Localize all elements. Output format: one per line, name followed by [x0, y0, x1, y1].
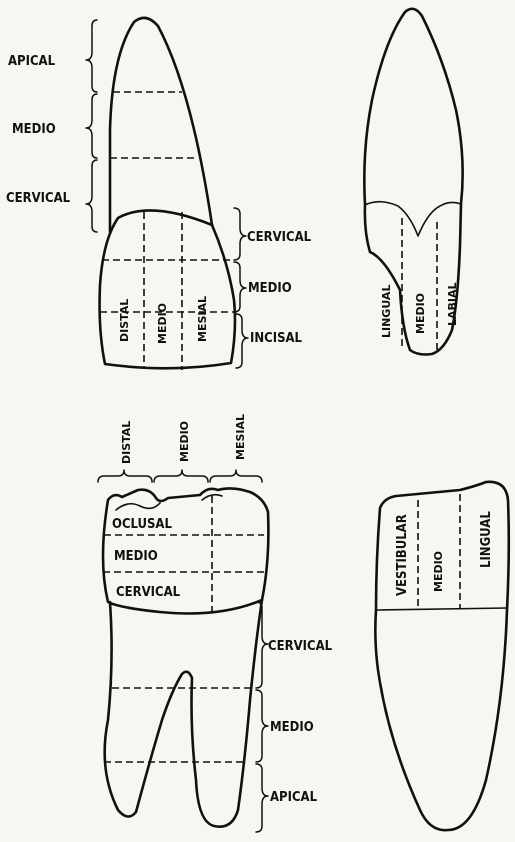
- molar-proximal-cej-line: [376, 608, 507, 610]
- incisor-proximal-view: LINGUAL MEDIO LABIAL: [364, 9, 462, 355]
- incisor-crown-label-cervical: CERVICAL: [247, 230, 312, 245]
- molar-proximal-label-vestibular: VESTIBULAR: [395, 514, 410, 596]
- incisor-proximal-label-medio: MEDIO: [414, 293, 427, 334]
- molar-proximal-view: VESTIBULAR MEDIO LINGUAL: [375, 482, 508, 830]
- molar-crown-label-oclusal: OCLUSAL: [112, 517, 172, 532]
- molar-roots-outline: [105, 600, 262, 827]
- molar-crown-label-medio: MEDIO: [114, 549, 158, 564]
- incisor-root-brace-medio: [86, 94, 97, 158]
- molar-root-brace-cervical: [256, 602, 268, 688]
- molar-root-label-cervical: CERVICAL: [268, 639, 333, 654]
- incisor-crown-label-medio-vertical: MEDIO: [156, 303, 169, 344]
- incisor-crown-brace-medio: [234, 262, 246, 312]
- incisor-crown-label-mesial: MESIAL: [196, 296, 209, 342]
- molar-top-brace-mesial: [210, 470, 262, 482]
- molar-root-brace-apical: [256, 764, 268, 832]
- incisor-crown-label-distal: DISTAL: [118, 299, 131, 342]
- incisor-root-brace-cervical: [86, 160, 97, 232]
- molar-top-label-medio: MEDIO: [178, 421, 191, 462]
- incisor-root-label-cervical: CERVICAL: [6, 191, 71, 206]
- incisor-proximal-label-lingual: LINGUAL: [380, 285, 393, 338]
- incisor-root-outline: [110, 18, 212, 232]
- incisor-root-label-apical: APICAL: [8, 54, 56, 69]
- molar-proximal-label-lingual: LINGUAL: [479, 511, 494, 568]
- incisor-crown-label-medio: MEDIO: [248, 281, 292, 296]
- incisor-crown-brace-cervical: [234, 208, 246, 260]
- molar-top-brace-distal: [98, 470, 152, 482]
- incisor-root-label-medio: MEDIO: [12, 122, 56, 137]
- molar-proximal-label-medio: MEDIO: [432, 551, 445, 592]
- molar-crown-label-cervical: CERVICAL: [116, 585, 181, 600]
- molar-crown-cusp-ridge: [116, 503, 160, 510]
- incisor-crown-brace-incisal: [236, 314, 248, 368]
- molar-top-label-mesial: MESIAL: [234, 414, 247, 460]
- molar-root-label-apical: APICAL: [270, 790, 318, 805]
- molar-top-brace-medio: [154, 470, 208, 482]
- incisor-root-brace-apical: [86, 20, 97, 92]
- incisor-proximal-label-labial: LABIAL: [446, 282, 459, 326]
- incisor-crown-label-incisal: INCISAL: [250, 331, 303, 346]
- incisor-labial-view: APICAL MEDIO CERVICAL CERVICAL MEDIO INC…: [6, 18, 312, 370]
- molar-top-label-distal: DISTAL: [120, 421, 133, 464]
- molar-root-brace-medio: [256, 690, 268, 762]
- molar-root-label-medio: MEDIO: [270, 720, 314, 735]
- molar-buccal-view: DISTAL MEDIO MESIAL OCLUSAL MEDIO CERVIC…: [98, 414, 333, 832]
- incisor-proximal-cej-line: [365, 202, 461, 236]
